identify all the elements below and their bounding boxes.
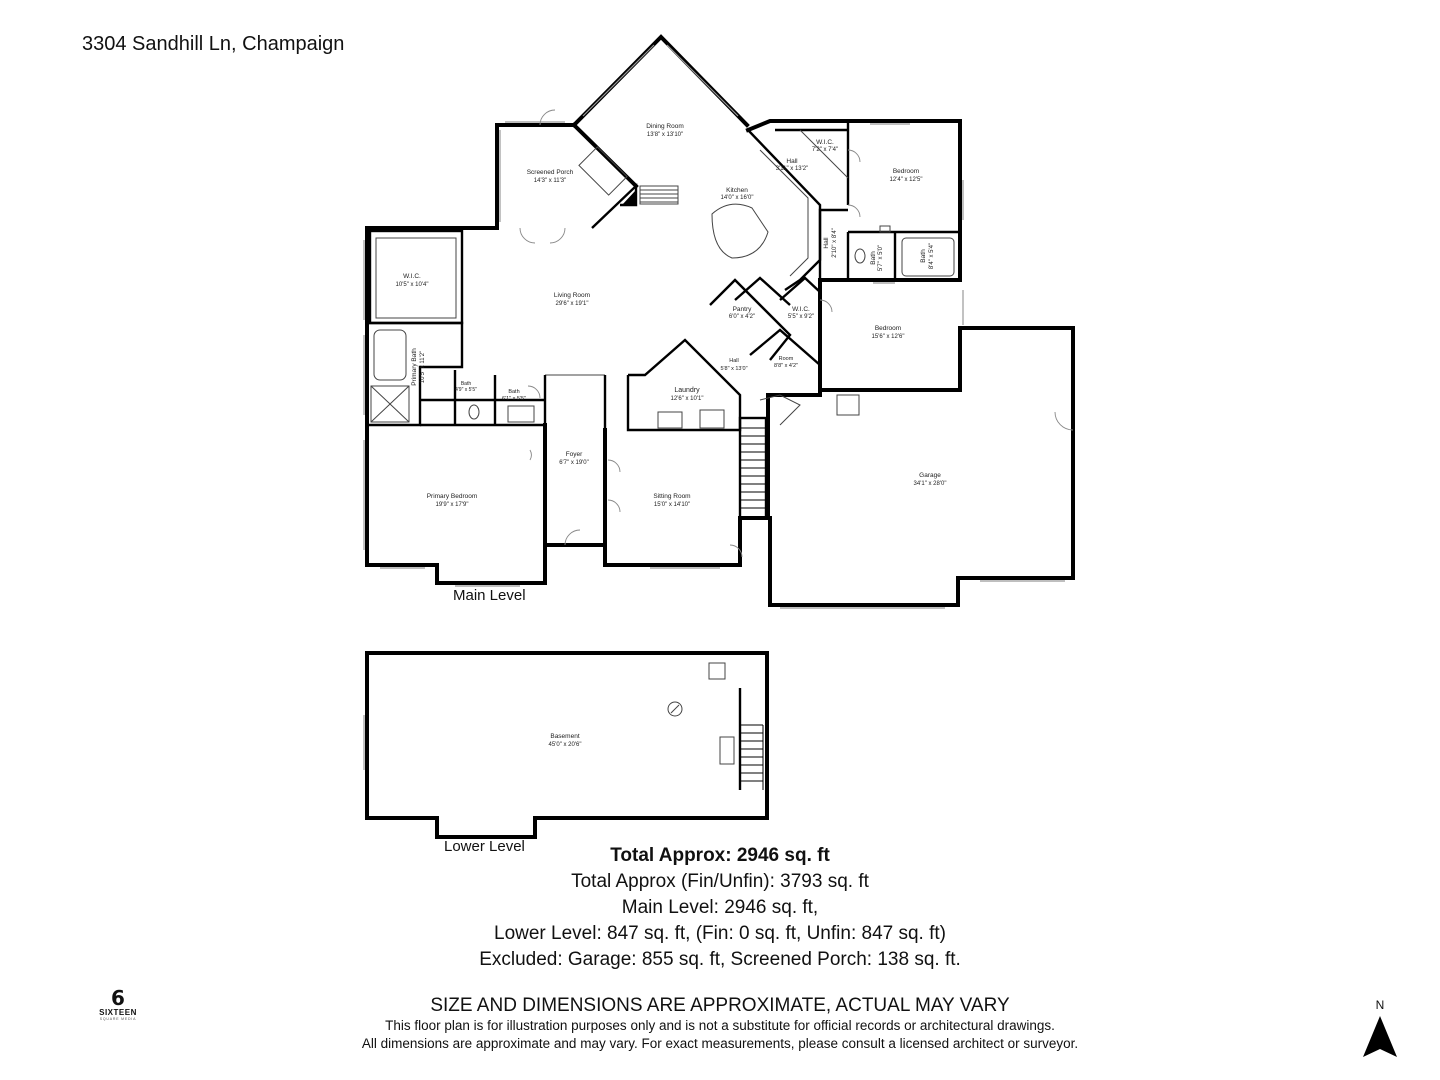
room-bath-half-dim: 6'1" x 5'5" [502,396,526,402]
room-bedroom-e-name: Bedroom [875,325,901,332]
doors [519,109,1074,558]
total-approx-headline: Total Approx: 2946 sq. ft [610,845,830,866]
room-basement-name: Basement [550,733,579,740]
room-laundry-dim: 12'6" x 10'1" [671,396,704,402]
room-bath-right-dim: 8'4" x 5'4" [929,243,935,269]
disclaimer: SIZE AND DIMENSIONS ARE APPROXIMATE, ACT… [220,995,1220,1053]
room-hall-lower-dim: 5'8" x 13'0" [720,366,747,372]
room-laundry-name: Laundry [674,387,700,394]
room-bath-half-name: Bath [508,389,519,395]
room-labels: Dining Room 13'8" x 13'10" Screened Porc… [396,123,947,508]
room-hall-upper-name: Hall [786,158,798,165]
room-wic-mid-name: W.I.C. [792,306,810,313]
room-foyer-name: Foyer [566,451,583,458]
room-pantry-dim: 6'0" x 4'2" [729,314,755,320]
room-hall-vertical-name: Hall [823,237,830,249]
property-address: 3304 Sandhill Ln, Champaign [82,33,345,55]
room-small-name: Room [779,356,794,362]
room-bath-right-name: Bath [920,249,927,263]
room-bedroom-ne-dim: 12'4" x 12'5" [890,177,923,183]
room-dining-name: Dining Room [646,123,684,130]
lower-level-walls: Basement 45'0" x 20'6" [363,651,769,839]
room-small-dim: 8'8" x 4'2" [774,363,798,369]
room-kitchen-name: Kitchen [726,187,748,194]
room-kitchen-dim: 14'0" x 16'0" [721,195,754,201]
total-lower-level: Lower Level: 847 sq. ft, (Fin: 0 sq. ft,… [494,923,946,944]
room-primary-bath-name: Primary Bath [411,348,418,386]
sixteen-logo: 6 SIXTEEN SQUARE MEDIA [92,988,144,1021]
room-basement-dim: 45'0" x 20'6" [549,742,582,748]
room-wic-primary-name: W.I.C. [403,273,421,280]
compass: N [1360,998,1400,1065]
windows [363,44,1065,609]
room-bedroom-e-dim: 15'6" x 12'6" [872,334,905,340]
room-bedroom-ne-name: Bedroom [893,168,919,175]
room-wic-primary-dim: 10'5" x 10'4" [396,282,429,288]
room-hall-vertical-dim: 2'10" x 8'4" [832,228,838,258]
compass-label: N [1375,998,1385,1012]
total-main-level: Main Level: 2946 sq. ft, [621,897,819,918]
room-living-name: Living Room [554,292,590,299]
room-garage-dim: 34'1" x 28'0" [914,481,947,487]
room-porch-dim: 14'3" x 11'3" [534,178,566,184]
room-bath-mid-name: Bath [870,251,877,265]
room-garage-name: Garage [919,472,941,479]
room-foyer-dim: 6'7" x 19'0" [559,460,589,466]
north-arrow-icon [1363,1016,1397,1057]
disclaimer-line-2: All dimensions are approximate and may v… [361,1036,1079,1051]
main-level-label: Main Level [453,587,526,604]
lower-level-label: Lower Level [444,838,525,855]
disclaimer-line-1: This floor plan is for illustration purp… [385,1018,1055,1033]
room-wic-upper-name: W.I.C. [816,139,834,146]
total-fin-unfin: Total Approx (Fin/Unfin): 3793 sq. ft [571,871,869,892]
room-bath-small-name: Bath [461,381,472,387]
room-hall-upper-dim: 3'11" x 13'2" [776,166,808,172]
logo-mark-icon: 6 [111,986,125,1010]
room-sitting-dim: 15'0" x 14'10" [654,502,690,508]
room-bath-small-dim: 4'9" x 5'5" [455,387,477,393]
room-hall-lower-name: Hall [729,358,738,364]
room-wic-mid-dim: 5'5" x 9'2" [788,314,814,320]
total-excluded: Excluded: Garage: 855 sq. ft, Screened P… [479,949,961,970]
area-totals: Total Approx: 2946 sq. ft Total Approx (… [360,843,1080,973]
room-bath-mid-dim: 5'7" x 5'0" [878,245,884,271]
room-living-dim: 29'6" x 19'1" [556,301,589,307]
room-wic-upper-dim: 7'2" x 7'4" [812,147,838,153]
main-level-walls [365,34,1075,607]
room-primary-bedroom-dim: 19'9" x 17'9" [436,502,469,508]
interior-walls [367,128,960,520]
room-primary-bath-dim: 10'5" x 11'2" [420,351,426,383]
room-primary-bedroom-name: Primary Bedroom [427,493,478,500]
logo-subtitle: SQUARE MEDIA [99,1017,137,1021]
logo-wordmark: SIXTEEN [99,1008,137,1017]
room-dining-dim: 13'8" x 13'10" [647,132,683,138]
room-pantry-name: Pantry [733,306,753,313]
room-porch-name: Screened Porch [527,169,574,176]
disclaimer-headline: SIZE AND DIMENSIONS ARE APPROXIMATE, ACT… [430,995,1010,1016]
room-sitting-name: Sitting Room [653,493,690,500]
